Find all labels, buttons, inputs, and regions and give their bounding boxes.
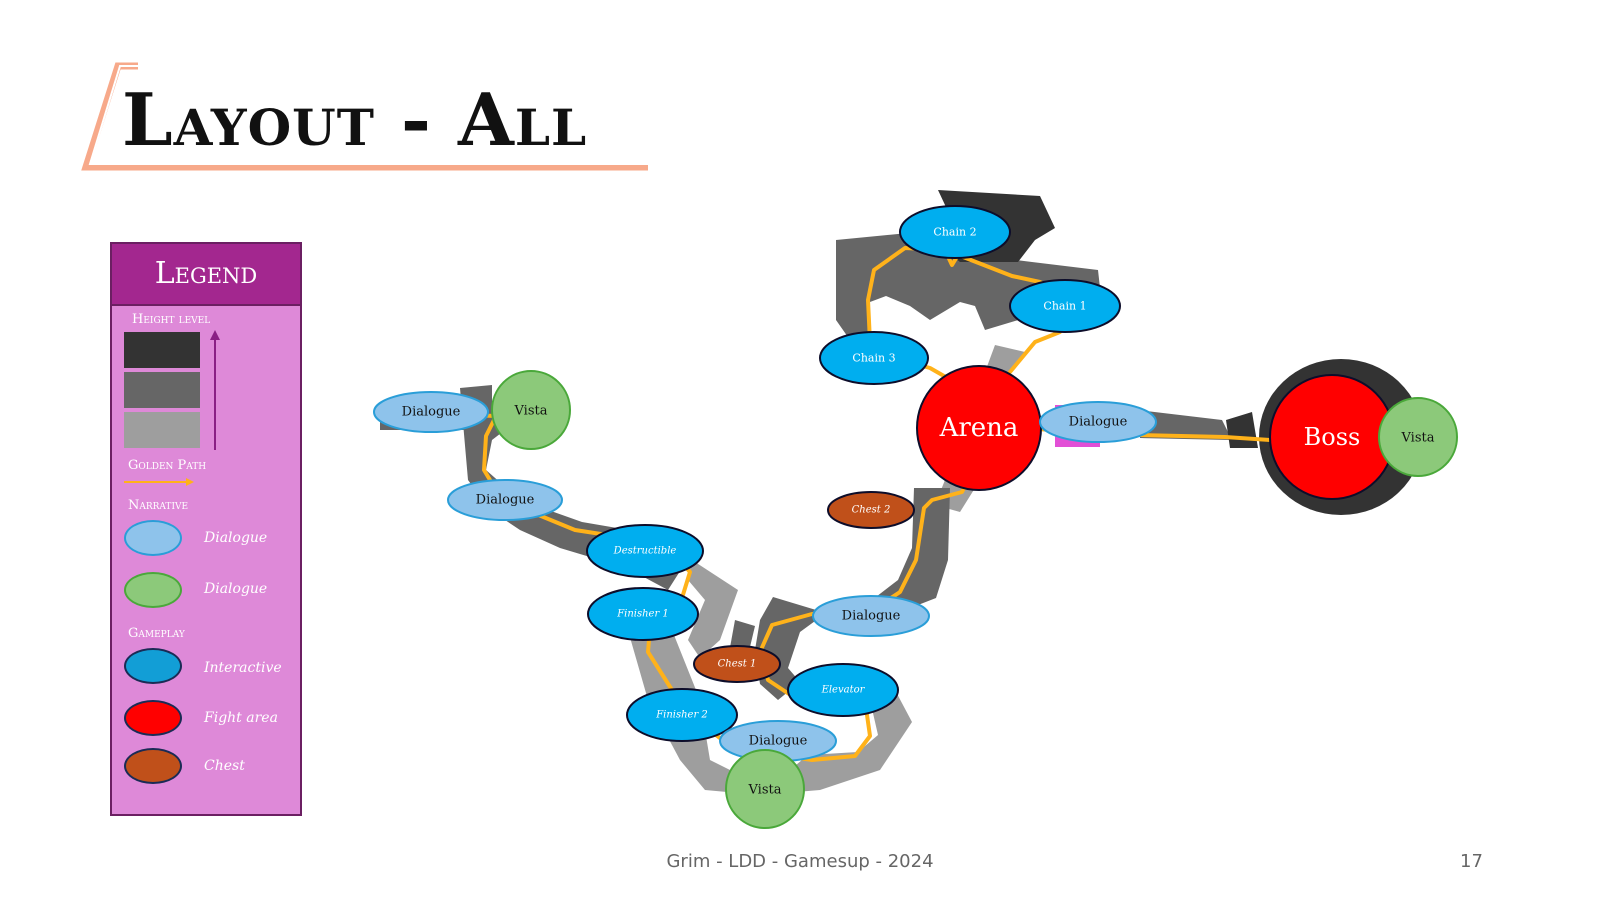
legend-chest-oval: [124, 748, 182, 784]
svg-text:Boss: Boss: [1304, 423, 1361, 451]
slide-footer: Grim - LDD - Gamesup - 2024: [666, 851, 934, 872]
slide-title: Layout - All: [122, 77, 588, 162]
svg-text:Chest 1: Chest 1: [718, 659, 757, 670]
node-chain3[interactable]: Chain 3: [819, 331, 929, 385]
node-vista-bottom[interactable]: Vista: [725, 749, 805, 829]
legend-fight-area-oval: [124, 700, 182, 736]
node-dialogue-bottom[interactable]: Dialogue: [719, 720, 837, 762]
node-chest1[interactable]: Chest 1: [693, 645, 781, 683]
svg-text:Chain 2: Chain 2: [933, 226, 976, 239]
legend-narrative-label: Narrative: [128, 498, 189, 513]
golden-path-arrow-icon: [124, 478, 194, 486]
height-low-swatch: [124, 412, 200, 448]
svg-text:Arena: Arena: [939, 413, 1019, 443]
legend-panel: Legend Height level Golden Path Narrativ…: [110, 242, 302, 816]
node-arena[interactable]: Arena: [916, 365, 1042, 491]
legend-vista-label: Dialogue: [204, 581, 268, 597]
svg-text:Destructible: Destructible: [613, 546, 677, 557]
svg-text:Chain 1: Chain 1: [1043, 300, 1086, 313]
height-arrow-icon: [210, 330, 220, 450]
legend-gameplay-label: Gameplay: [128, 626, 185, 641]
svg-text:Chest 2: Chest 2: [852, 505, 891, 516]
height-mid-swatch: [124, 372, 200, 408]
legend-vista-oval: [124, 572, 182, 608]
legend-interactive-label: Interactive: [204, 660, 282, 676]
svg-text:Vista: Vista: [748, 783, 782, 798]
title-frame: [81, 62, 648, 171]
legend-chest-label: Chest: [204, 758, 245, 774]
legend-dialogue-oval: [124, 520, 182, 556]
svg-text:Vista: Vista: [1401, 431, 1435, 446]
svg-text:Dialogue: Dialogue: [1069, 415, 1128, 430]
legend-fight-area-label: Fight area: [204, 710, 278, 726]
node-boss[interactable]: Boss: [1269, 374, 1395, 500]
node-finisher2[interactable]: Finisher 2: [626, 688, 738, 742]
node-destructible[interactable]: Destructible: [586, 524, 704, 578]
svg-text:Dialogue: Dialogue: [842, 609, 901, 624]
legend-golden-path-label: Golden Path: [128, 458, 207, 473]
svg-text:Dialogue: Dialogue: [402, 405, 461, 420]
node-dialogue-start[interactable]: Dialogue: [373, 391, 489, 433]
node-chain1[interactable]: Chain 1: [1009, 279, 1121, 333]
page-number: 17: [1460, 851, 1483, 872]
node-chain2[interactable]: Chain 2: [899, 205, 1011, 259]
node-dialogue-2[interactable]: Dialogue: [447, 479, 563, 521]
svg-text:Elevator: Elevator: [821, 685, 866, 696]
svg-text:Vista: Vista: [514, 404, 548, 419]
node-vista-start[interactable]: Vista: [491, 370, 571, 450]
svg-text:Dialogue: Dialogue: [476, 493, 535, 508]
node-dialogue-arena[interactable]: Dialogue: [1039, 401, 1157, 443]
legend-dialogue-label: Dialogue: [204, 530, 268, 546]
node-dialogue-mid[interactable]: Dialogue: [812, 595, 930, 637]
node-vista-boss[interactable]: Vista: [1378, 397, 1458, 477]
svg-text:Dialogue: Dialogue: [749, 734, 808, 749]
svg-text:Chain 3: Chain 3: [852, 352, 895, 365]
node-finisher1[interactable]: Finisher 1: [587, 587, 699, 641]
legend-interactive-oval: [124, 648, 182, 684]
height-high-swatch: [124, 332, 200, 368]
legend-height-level-label: Height level: [132, 312, 211, 327]
node-chest2[interactable]: Chest 2: [827, 491, 915, 529]
svg-text:Finisher 1: Finisher 1: [616, 609, 669, 620]
node-elevator[interactable]: Elevator: [787, 663, 899, 717]
svg-text:Finisher 2: Finisher 2: [655, 710, 708, 721]
legend-title: Legend: [112, 244, 300, 306]
